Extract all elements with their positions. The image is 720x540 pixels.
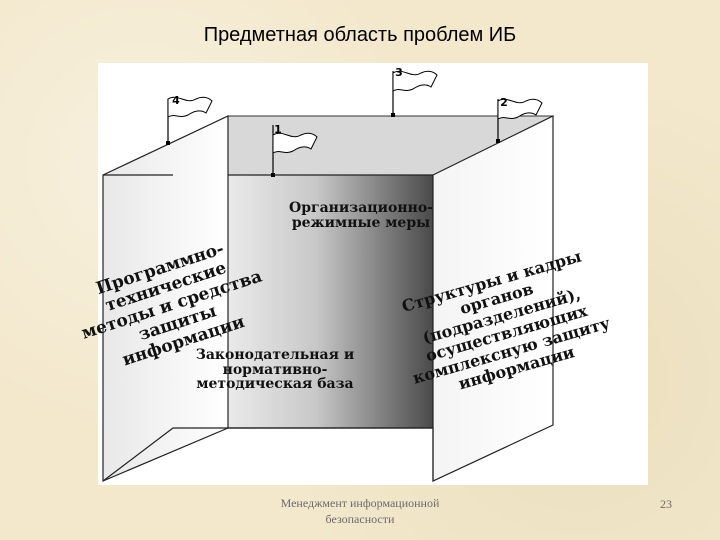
- flag-4: [166, 96, 213, 145]
- slide-title: Предметная область проблем ИБ: [203, 24, 517, 46]
- page-number: 23: [660, 497, 672, 511]
- diagram-panel: 4 3 2 1 Организационно-режимные меры Зак…: [79, 63, 648, 485]
- flag-number-1: 1: [274, 123, 282, 136]
- flag-1: [271, 125, 318, 177]
- right-panel: [432, 115, 554, 482]
- footer-text: Менеджмент информационной безопасности: [280, 496, 440, 527]
- label-organizational-measures: Организационно-режимные меры: [289, 200, 433, 231]
- flag-2: [496, 98, 543, 143]
- flag-3: [391, 70, 438, 117]
- label-legal-base: Законодательная и нормативно-методическа…: [195, 347, 355, 393]
- box-diagram: [102, 70, 554, 482]
- floor-edges: [102, 427, 434, 482]
- flag-number-2: 2: [500, 96, 508, 109]
- flag-number-4: 4: [172, 94, 180, 107]
- flag-number-3: 3: [395, 66, 403, 79]
